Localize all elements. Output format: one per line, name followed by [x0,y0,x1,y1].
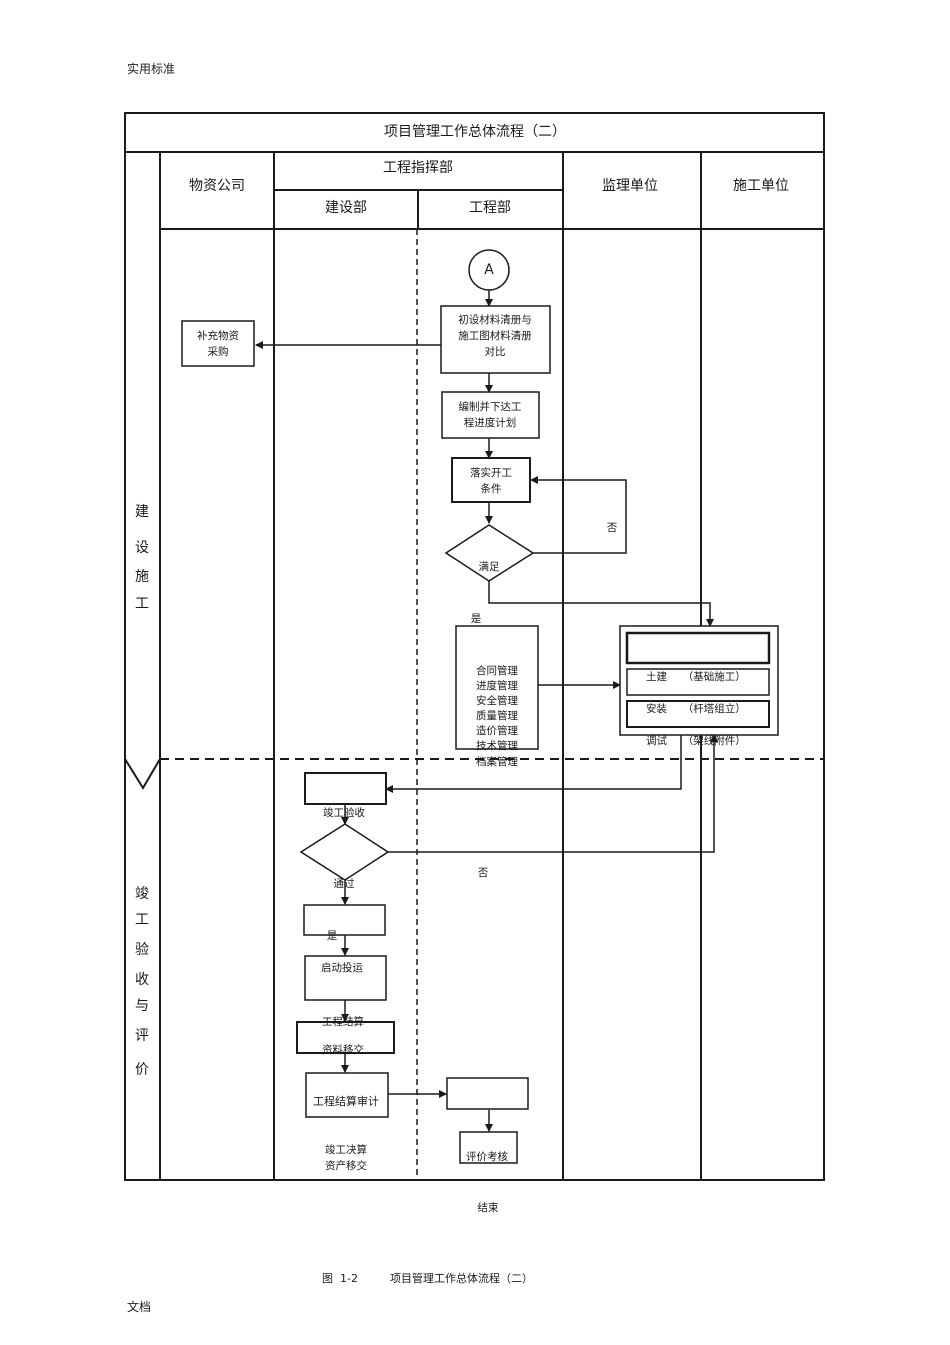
start-connector-label: A [484,262,494,278]
construction-item: 调试 （架线附件） [646,734,746,747]
node-audit-label: 工程结算审计 [313,1094,379,1108]
decision-satisfied-label: 满足 [479,561,500,573]
phase-label-acceptance: 竣 工 验 收 与 评 价 [135,886,149,1078]
node-blank [446,1077,529,1110]
phase-char: 收 [135,972,149,988]
node-conditions-line: 条件 [481,482,502,495]
phase-char: 施 [135,569,149,585]
phase-char: 竣 [135,886,149,902]
phase-char: 设 [135,540,149,556]
col-header-jianshe: 建设部 [325,200,367,216]
phase-char: 与 [135,998,149,1014]
construction-item: 土建 （基础施工） [646,670,746,683]
col-header-gongcheng: 工程部 [469,200,511,216]
node-procure-line: 采购 [208,345,229,358]
diagram-title: 项目管理工作总体流程（二） [384,124,566,140]
construction-item: 安装 （杆塔组立） [646,702,746,715]
final-account-line: 资产移交 [325,1159,367,1172]
node-audit [305,1072,389,1118]
flow-connectors [255,290,718,1132]
node-compare-line: 初设材料清册与 [458,313,532,326]
caption-label: 图 [322,1272,333,1285]
management-item: 档案管理 [476,755,518,768]
decision-pass-label: 通过 [334,877,355,890]
phase-char: 评 [135,1028,149,1044]
caption-text: 项目管理工作总体流程（二） [390,1271,533,1285]
node-acceptance-label: 竣工验收 [323,806,365,819]
header-note: 实用标准 [127,62,176,76]
management-item: 技术管理 [476,739,518,752]
col-header-jianli: 监理单位 [602,178,658,194]
node-evaluation-label: 评价考核 [466,1150,508,1163]
node-management [455,625,539,750]
node-procure-line: 补充物资 [197,329,239,342]
management-item: 进度管理 [476,679,518,692]
end-label: 结束 [478,1201,499,1214]
node-compare [440,305,551,374]
node-settlement [296,1021,395,1054]
phase-char: 价 [135,1062,149,1078]
node-compare-line: 对比 [485,345,506,358]
phase-char: 工 [135,912,149,928]
branch-yes-label: 是 [471,613,482,625]
phase-char: 验 [135,942,149,958]
decision-pass [299,823,390,881]
management-item: 安全管理 [476,694,518,707]
phase-char: 工 [135,596,149,612]
phase-label-construction: 建 设 施 工 [135,504,149,612]
col-header-zhihuibu: 工程指挥部 [383,160,453,176]
node-conditions-line: 落实开工 [470,466,512,479]
node-commission [304,955,387,1001]
branch-no-label: 否 [607,522,618,534]
node-schedule-line: 编制并下达工 [459,400,522,413]
node-yes-step [303,904,386,936]
phase-char: 建 [135,504,149,520]
node-settlement-line: 工程结算 [322,1015,364,1028]
decision-satisfied [444,524,535,582]
node-acceptance [304,772,387,805]
node-commission-label: 启动投运 [321,961,363,974]
node-construction-group [619,625,779,736]
footer-note: 文档 [127,1300,152,1314]
management-item: 造价管理 [476,724,518,737]
start-connector [468,249,510,291]
node-schedule-line: 程进度计划 [464,416,517,429]
node-settlement-line: 资料移交 [322,1043,364,1056]
node-procure [181,320,255,367]
col-header-wuzi: 物资公司 [189,178,245,194]
node-conditions [451,457,531,503]
branch-no-label: 否 [478,867,489,879]
node-schedule [441,391,540,439]
caption-number: 1-2 [340,1272,358,1285]
management-item: 质量管理 [476,709,518,722]
phase-notch [124,758,161,790]
table-frame [124,112,825,1181]
node-compare-line: 施工图材料清册 [458,329,532,342]
branch-yes-label: 是 [327,930,338,942]
final-account-line: 竣工决算 [325,1143,367,1156]
node-evaluation [459,1131,518,1164]
col-header-shigong: 施工单位 [733,178,789,194]
management-item: 合同管理 [476,664,518,677]
